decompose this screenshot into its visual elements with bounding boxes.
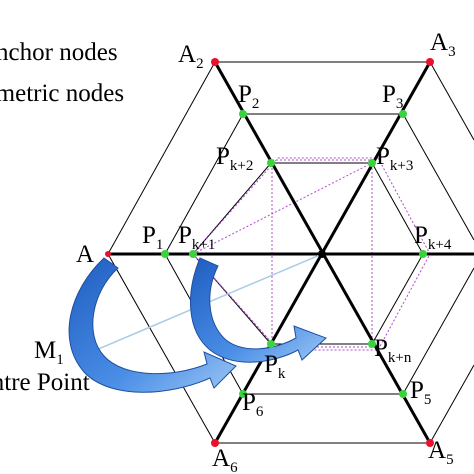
node-p6 [239, 390, 247, 398]
label-pk: Pk [264, 351, 286, 382]
label-p6: P6 [242, 389, 264, 420]
anchor-node-a5 [426, 439, 434, 447]
label-p3: P3 [382, 81, 403, 112]
label-p5: P5 [410, 377, 431, 408]
outer-hexagon [107, 61, 474, 444]
legend-geometric-nodes: Geometric nodes [0, 80, 124, 107]
anchor-nodes [105, 58, 434, 447]
label-m1: M1 [34, 337, 64, 368]
outer-edge-upper-left [107, 61, 216, 255]
anchor-node-a2 [211, 58, 219, 66]
outer-edge-upper-right [429, 61, 474, 141]
geometric-nodes [161, 110, 427, 398]
node-pkn [368, 340, 376, 348]
node-pk3 [368, 159, 376, 167]
node-pk4 [419, 250, 427, 258]
label-centre-point: Centre Point [0, 369, 90, 396]
outer-edge-lower-right [429, 364, 474, 444]
label-a3: A3 [430, 29, 456, 60]
anchor-node-a [105, 251, 111, 257]
label-pk3: Pk+3 [376, 143, 413, 174]
label-a6: A6 [212, 445, 238, 474]
inner-edge-6 [402, 267, 474, 395]
node-pk1 [189, 250, 197, 258]
node-p2 [239, 110, 247, 118]
label-pkn: Pk+n [374, 335, 412, 366]
node-p1 [161, 250, 169, 258]
anchor-node-a3 [426, 58, 434, 66]
label-pk1: Pk+1 [178, 222, 215, 253]
innermost-hexagon [192, 162, 424, 345]
legend-anchor-nodes: Anchor nodes [0, 39, 118, 66]
anchor-node-a6 [211, 439, 219, 447]
node-p5 [399, 390, 407, 398]
node-pk2 [267, 159, 275, 167]
label-pk4: Pk+4 [414, 222, 452, 253]
node-pk [267, 340, 275, 348]
label-a2: A2 [178, 41, 204, 72]
node-p3 [399, 110, 407, 118]
outer-edge-lower-left [107, 253, 216, 444]
label-pk2: Pk+2 [216, 143, 253, 174]
inner-edge-3 [402, 113, 474, 241]
dotted-diagonal [192, 162, 373, 255]
label-p1: P1 [142, 222, 163, 253]
center-node [318, 250, 326, 258]
inner-edge-1 [164, 113, 244, 255]
label-a5: A5 [428, 437, 454, 468]
label-p2: P2 [238, 81, 259, 112]
label-a: A [76, 241, 94, 268]
curved-arrow-left [68, 257, 237, 393]
curved-arrow-right [190, 257, 327, 363]
